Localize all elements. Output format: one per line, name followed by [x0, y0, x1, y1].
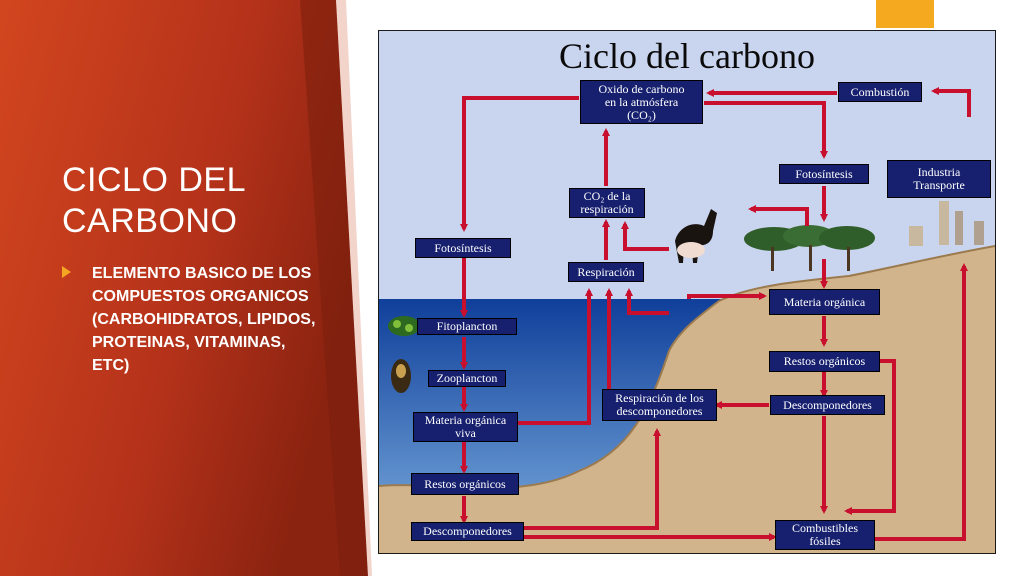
node-co2-respiration-line1: CO₂ de la — [583, 189, 631, 203]
node-organic-remains-sea: Restos orgánicos — [411, 473, 519, 495]
phytoplankton-image — [388, 316, 420, 336]
node-industry-line2: Transporte — [913, 178, 965, 192]
node-co2-atmosphere-line3: (CO₂) — [627, 107, 656, 122]
node-industry-line1: Industria — [917, 165, 961, 179]
node-co2-atmosphere-line2: en la atmósfera — [604, 94, 679, 109]
node-living-organic-matter: Materia orgánica viva — [413, 412, 518, 442]
node-industry-transport: Industria Transporte — [887, 160, 991, 198]
accent-tab — [876, 0, 934, 28]
node-living-organic-matter-line2: viva — [455, 426, 476, 440]
trees-image — [744, 225, 875, 271]
node-combustion: Combustión — [838, 82, 922, 102]
industry-image — [909, 201, 984, 246]
pig-image — [677, 242, 705, 258]
node-photosynthesis-sea: Fotosíntesis — [415, 238, 511, 258]
slide-title: CICLO DEL CARBONO — [62, 161, 246, 240]
node-co2-atmosphere: Oxido de carbono en la atmósfera (CO₂) — [580, 80, 703, 124]
carbon-cycle-diagram: Ciclo del carbono Oxido de carbono en la… — [378, 30, 996, 554]
node-decomposers-sea: Descomponedores — [411, 522, 524, 541]
node-decomposer-respiration-line2: descomponedores — [616, 404, 703, 418]
node-decomposer-respiration-line1: Respiración de los — [615, 391, 704, 405]
zooplankton-image — [391, 359, 411, 393]
node-fossil-fuels-line2: fósiles — [809, 534, 841, 548]
bullet-text: ELEMENTO BASICO DE LOS COMPUESTOS ORGANI… — [92, 265, 316, 374]
node-decomposers-land: Descomponedores — [770, 395, 885, 415]
node-co2-atmosphere-line1: Oxido de carbono — [598, 81, 685, 96]
node-organic-remains-land: Restos orgánicos — [769, 351, 880, 372]
node-respiration: Respiración — [568, 262, 644, 282]
flow-arrows — [460, 87, 971, 541]
node-zooplankton: Zooplancton — [428, 370, 506, 387]
node-fossil-fuels-line1: Combustibles — [791, 521, 858, 535]
node-co2-respiration-line2: respiración — [580, 202, 634, 216]
node-phytoplankton: Fitoplancton — [417, 318, 517, 335]
bullet-arrow-icon — [62, 266, 71, 278]
node-organic-matter-land: Materia orgánica — [769, 289, 880, 315]
node-co2-respiration: CO₂ de la respiración — [569, 188, 645, 218]
node-fossil-fuels: Combustibles fósiles — [775, 520, 875, 550]
node-decomposer-respiration: Respiración de los descomponedores — [602, 389, 717, 421]
node-living-organic-matter-line1: Materia orgánica — [424, 413, 507, 427]
diagram-title: Ciclo del carbono — [559, 36, 815, 76]
horse-image — [675, 209, 717, 263]
node-photosynthesis-land: Fotosíntesis — [779, 164, 869, 184]
